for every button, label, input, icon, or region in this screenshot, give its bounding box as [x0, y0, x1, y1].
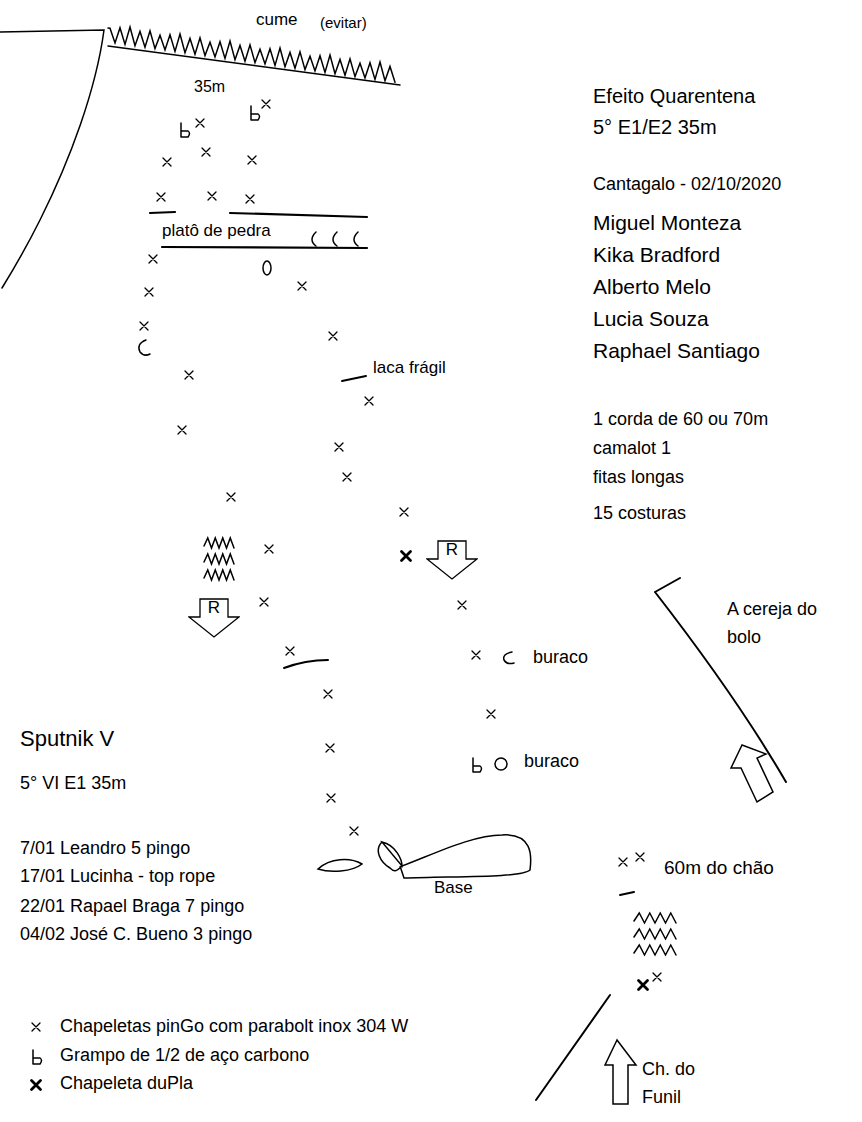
- bolt: [157, 193, 165, 201]
- label: Efeito Quarentena: [593, 85, 755, 108]
- bolt: [472, 651, 480, 659]
- plateau-lines: [150, 212, 367, 248]
- bolt: [327, 794, 335, 802]
- label: 35m: [194, 78, 225, 96]
- label: cume: [256, 10, 298, 30]
- bolt: [185, 371, 193, 379]
- label: Sputnik V: [20, 726, 114, 751]
- label: 5° E1/E2 35m: [593, 116, 717, 139]
- boulder: [318, 860, 362, 872]
- bolt: [196, 119, 204, 127]
- bolt: [202, 148, 210, 156]
- label: 5° VI E1 35m: [20, 773, 126, 794]
- rappel-arrow: R: [426, 540, 478, 580]
- bolt: [653, 973, 661, 981]
- bolt: [145, 288, 153, 296]
- bolt: [329, 332, 337, 340]
- up-arrow: [605, 1040, 636, 1104]
- piton: [33, 1050, 42, 1064]
- label: 15 costuras: [593, 503, 686, 524]
- legend-text: Chapeleta duPla: [60, 1073, 193, 1094]
- double-bolt: [402, 552, 411, 561]
- piton: [181, 123, 190, 137]
- base-outline: [378, 835, 530, 878]
- label: fitas longas: [593, 467, 684, 488]
- legend-text: Chapeletas pinGo com parabolt inox 304 W: [60, 1016, 408, 1037]
- bolt: [326, 744, 334, 752]
- label: 22/01 Rapael Braga 7 pingo: [20, 896, 244, 917]
- label: 04/02 José C. Bueno 3 pingo: [20, 924, 252, 945]
- bolt: [265, 545, 273, 553]
- piton: [251, 106, 260, 120]
- pocket: [504, 652, 514, 664]
- node-text: R: [188, 598, 240, 617]
- ledge: [620, 892, 634, 895]
- label: 1 corda de 60 ou 70m: [593, 409, 768, 430]
- label: Alberto Melo: [593, 275, 711, 299]
- bolt: [227, 493, 235, 501]
- bolt: [178, 426, 186, 434]
- label: 60m do chão: [664, 857, 774, 879]
- label: A cereja do bolo: [727, 596, 822, 652]
- summit-line: [108, 46, 400, 85]
- label: Lucia Souza: [593, 307, 709, 331]
- base-rock: Base: [372, 800, 537, 902]
- bolt: [335, 443, 343, 451]
- up-arrow: [731, 745, 773, 802]
- bolt: [140, 322, 148, 330]
- double-bolt: [639, 981, 648, 990]
- bolt: [208, 192, 216, 200]
- piton: [473, 758, 482, 772]
- label: 7/01 Leandro 5 pingo: [20, 838, 190, 859]
- label: Cantagalo - 02/10/2020: [593, 174, 781, 195]
- label: Ch. do Funil: [642, 1056, 722, 1112]
- bolt: [350, 827, 358, 835]
- label: (evitar): [320, 14, 367, 31]
- plateau-texture: [312, 232, 358, 246]
- hole: [495, 758, 507, 770]
- label: 17/01 Lucinha - top rope: [20, 866, 215, 887]
- pocket: [139, 340, 150, 355]
- bolt: [286, 647, 294, 655]
- cliff-edge: [0, 30, 104, 288]
- arrow-shape: [427, 541, 477, 579]
- summit-vegetation: [108, 27, 395, 82]
- vegetation: [204, 538, 676, 955]
- node-text: R: [426, 540, 478, 559]
- bolt: [298, 282, 306, 290]
- flake: [284, 660, 328, 668]
- label: camalot 1: [593, 438, 671, 459]
- bolt: [163, 158, 171, 166]
- node-text: Base: [434, 878, 473, 898]
- bolt: [619, 858, 627, 866]
- ledge-band: platô de pedra: [158, 219, 358, 245]
- bolt: [324, 690, 332, 698]
- ring: [263, 261, 271, 275]
- bolt: [262, 100, 270, 108]
- label: buraco: [533, 647, 588, 668]
- bolt: [487, 710, 495, 718]
- label: laca frágil: [373, 358, 446, 378]
- bolt: [636, 853, 644, 861]
- bolt: [248, 156, 256, 164]
- arrow-shape: [189, 599, 239, 637]
- bolt: [365, 397, 373, 405]
- bolt: [260, 598, 268, 606]
- bolt: [149, 255, 157, 263]
- node-text: platô de pedra: [158, 219, 275, 243]
- double-bolt: [32, 1081, 41, 1090]
- bolt: [458, 601, 466, 609]
- label: buraco: [524, 751, 579, 772]
- label: Raphael Santiago: [593, 339, 760, 363]
- gully-line: [536, 995, 610, 1100]
- flake: [342, 376, 366, 381]
- bolt: [32, 1023, 40, 1031]
- bolt: [246, 195, 254, 203]
- label: Miguel Monteza: [593, 211, 741, 235]
- bolt: [400, 508, 408, 516]
- legend-text: Grampo de 1/2 de aço carbono: [60, 1045, 309, 1066]
- rappel-arrow: R: [188, 598, 240, 638]
- label: Kika Bradford: [593, 243, 720, 267]
- bolt: [343, 473, 351, 481]
